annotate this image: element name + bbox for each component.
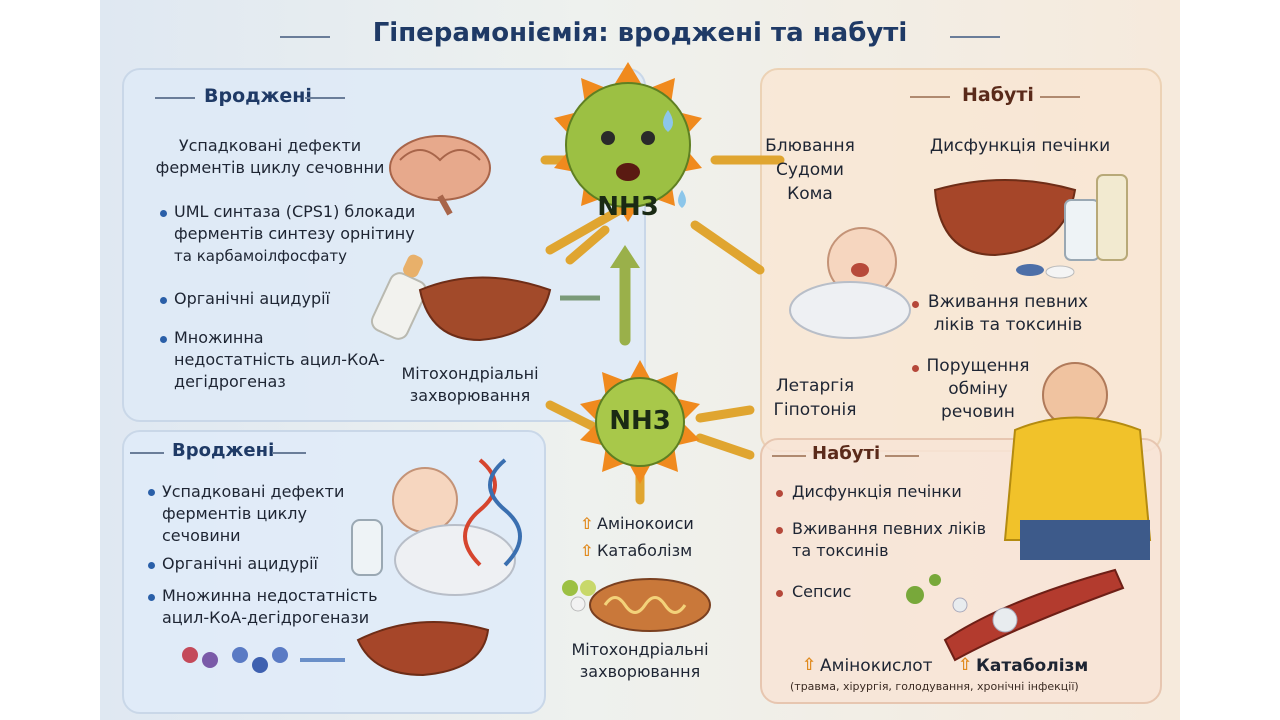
acquired-heading-bottom: Набуті: [812, 443, 881, 464]
br-bullet-2-line-1: Вживання певних ліків: [792, 519, 987, 538]
baby-crying-icon: [789, 227, 911, 339]
bullet-dot: [912, 301, 919, 308]
br-bullet-3: Сепсис: [792, 582, 852, 601]
man-icon: [1003, 362, 1152, 560]
bullet-dot: [160, 336, 167, 343]
rule: [910, 96, 950, 98]
up-arrow-icon: ⇧: [580, 514, 594, 533]
bullet-dot: [148, 489, 155, 496]
page-title: Гіперамоніємія: вроджені та набуті: [372, 18, 908, 48]
rule: [772, 455, 806, 457]
nh3-label-top: NH3: [597, 192, 659, 222]
brain-icon: [389, 135, 491, 216]
dna-icon: [463, 458, 522, 567]
title-rule-left: [280, 36, 330, 38]
bullet-dot: [776, 490, 783, 497]
symptom-lethargy: Летаргія: [775, 376, 855, 396]
rule: [130, 452, 164, 454]
tr-bullet-1-line-1: Вживання певних: [927, 292, 1089, 312]
bl-bullet-2: Органічні ацидурії: [162, 554, 318, 573]
liver-dysfunction-title: Дисфункція печінки: [929, 136, 1111, 156]
bl-bullet-3-line-1: Множинна недостатність: [162, 586, 378, 605]
liver-icon: [418, 276, 552, 342]
congenital-heading-bottom: Вроджені: [172, 440, 275, 461]
tr-bullet-1-line-2: ліків та токсинів: [933, 315, 1083, 335]
symptom-coma: Кома: [787, 184, 833, 204]
up-arrow-icon: ⇧: [958, 655, 973, 675]
illustrations: [182, 62, 1152, 677]
rule: [155, 97, 195, 99]
tl-mito-line-1: Мітохондріальні: [401, 364, 539, 383]
arrow-line: [690, 220, 765, 275]
infographic-canvas: Гіперамоніємія: вроджені та набуті: [100, 0, 1180, 720]
arrow-line: [695, 405, 755, 423]
bl-bullet-1-line-2: ферментів циклу: [162, 504, 307, 523]
sun-top-icon: [554, 62, 702, 222]
bl-bullet-1-line-1: Успадковані дефекти: [162, 482, 345, 501]
tr-bullet-2-line-3: речовин: [941, 402, 1015, 422]
acquired-heading-top: Набуті: [962, 84, 1034, 106]
symptom-hypotonia: Гіпотонія: [773, 400, 857, 420]
liver-bottom-icon: [356, 621, 490, 677]
arrow-line: [545, 400, 605, 435]
rule: [305, 97, 345, 99]
bullet-dot: [912, 365, 919, 372]
intro-line-2: ферментів циклу сечовнни: [155, 158, 385, 177]
bullet-dot: [160, 210, 167, 217]
bullet-dot: [160, 297, 167, 304]
br-note: (травма, хірургія, голодування, хронічні…: [790, 680, 1079, 693]
tl-bullet-3-line-3: дегідрогеназ: [174, 372, 286, 391]
arrow-line: [695, 433, 755, 460]
liver-pills-icon: [933, 174, 1128, 279]
symptom-vomiting: Блювання: [765, 136, 855, 156]
baby-bottle-icon: [370, 254, 428, 340]
tl-bullet-1-line-2: ферментів синтезу орнітину: [174, 224, 415, 243]
arrow-head: [610, 245, 640, 268]
center-up-amino: Амінокоиси: [597, 514, 694, 533]
bullet-dot: [776, 527, 783, 534]
arrow-line: [545, 205, 625, 255]
molecules-icon: [182, 647, 345, 673]
br-bullet-2-line-2: та токсинів: [792, 541, 889, 560]
tl-mito-line-2: захворювання: [409, 386, 531, 405]
tl-bullet-3-line-1: Множинна: [174, 328, 264, 347]
bl-bullet-3-line-2: ацил-КоА-дегідрогенази: [162, 608, 370, 627]
bullet-dot: [148, 594, 155, 601]
baby-sleeping-icon: [351, 467, 516, 596]
br-up-amino: Амінокислот: [820, 656, 933, 676]
br-bullet-1: Дисфункція печінки: [792, 482, 962, 501]
tr-bullet-2-line-2: обміну: [948, 379, 1008, 399]
arrow-line: [565, 225, 610, 265]
congenital-heading-top: Вроджені: [204, 85, 312, 107]
rule: [885, 455, 919, 457]
nh3-label-bottom: NH3: [609, 406, 671, 436]
rule: [1040, 96, 1080, 98]
tl-bullet-3-line-2: недостатність ацил-КоА-: [174, 350, 385, 369]
br-up-catabolism: Катаболізм: [976, 656, 1089, 676]
symptom-seizures: Судоми: [776, 160, 844, 180]
up-arrow-icon: ⇧: [580, 541, 594, 560]
tl-bullet-1-line-1: UML синтаза (CPS1) блокади: [174, 202, 416, 221]
center-mito-line-1: Мітохондріальні: [571, 640, 709, 659]
tl-bullet-2: Органічні ацидурії: [174, 289, 330, 308]
sun-bottom-icon: [580, 360, 700, 484]
tr-bullet-2-line-1: Порущення: [926, 356, 1030, 376]
bullet-dot: [148, 562, 155, 569]
mitochondrion-icon: [562, 578, 711, 632]
bullet-dot: [776, 590, 783, 597]
tl-bullet-1-line-3: та карбамоілфосфату: [174, 247, 348, 265]
intro-line-1: Успадковані дефекти: [178, 136, 362, 155]
center-mito-line-2: захворювання: [579, 662, 701, 681]
title-rule-right: [950, 36, 1000, 38]
up-arrow-icon: ⇧: [802, 655, 817, 675]
bacteria-vessel-icon: [906, 568, 1125, 662]
rule: [272, 452, 306, 454]
center-up-catabolism: Катаболізм: [597, 541, 693, 560]
bl-bullet-1-line-3: сечовини: [162, 526, 241, 545]
